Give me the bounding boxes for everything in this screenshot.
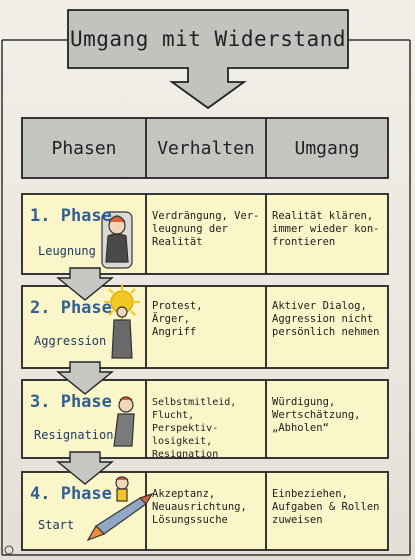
row2-umgang: Aktiver Dialog, Aggression nicht persönl…	[272, 300, 380, 338]
row2-name: Aggression	[34, 334, 107, 348]
header-band	[21, 117, 389, 179]
header-phasen: Phasen	[51, 137, 117, 159]
row3-name: Resignation	[34, 428, 114, 442]
title-arrow-box	[67, 9, 349, 110]
row1-name: Leugnung	[38, 244, 96, 258]
row4-phase: 4. Phase	[30, 484, 112, 504]
row3-umgang: Würdigung, Wertschätzung, „Abholen“	[272, 396, 361, 434]
corner-mark-icon	[4, 545, 14, 555]
row4-verhalten: Akzeptanz, Neuausrichtung, Lösungssuche	[152, 488, 247, 526]
row1-phase: 1. Phase	[30, 206, 112, 226]
angry-person-sun-icon	[104, 284, 140, 359]
flow-arrow-3	[56, 451, 114, 485]
row3-phase: 3. Phase	[30, 392, 112, 412]
row1-verhalten: Verdrängung, Ver- leugnung der Realität	[152, 210, 260, 248]
row2-phase: 2. Phase	[30, 298, 112, 318]
page-title: Umgang mit Widerstand	[69, 27, 346, 51]
row4-name: Start	[38, 518, 75, 532]
header-umgang: Umgang	[294, 137, 360, 159]
flow-arrow-2	[56, 361, 114, 395]
sad-person-icon	[113, 396, 135, 447]
flow-arrow-1	[56, 267, 114, 301]
row4-umgang: Einbeziehen, Aufgaben & Rollen zuweisen	[272, 488, 380, 526]
row1-umgang: Realität klären, immer wieder kon- front…	[272, 210, 380, 248]
header-verhalten: Verhalten	[157, 137, 255, 159]
rocket-person-icon	[86, 476, 154, 542]
thinking-person-icon	[101, 211, 133, 269]
row2-verhalten: Protest, Ärger, Angriff	[152, 300, 203, 338]
row3-verhalten: Selbstmitleid, Flucht, Perspektiv- losig…	[152, 397, 237, 460]
